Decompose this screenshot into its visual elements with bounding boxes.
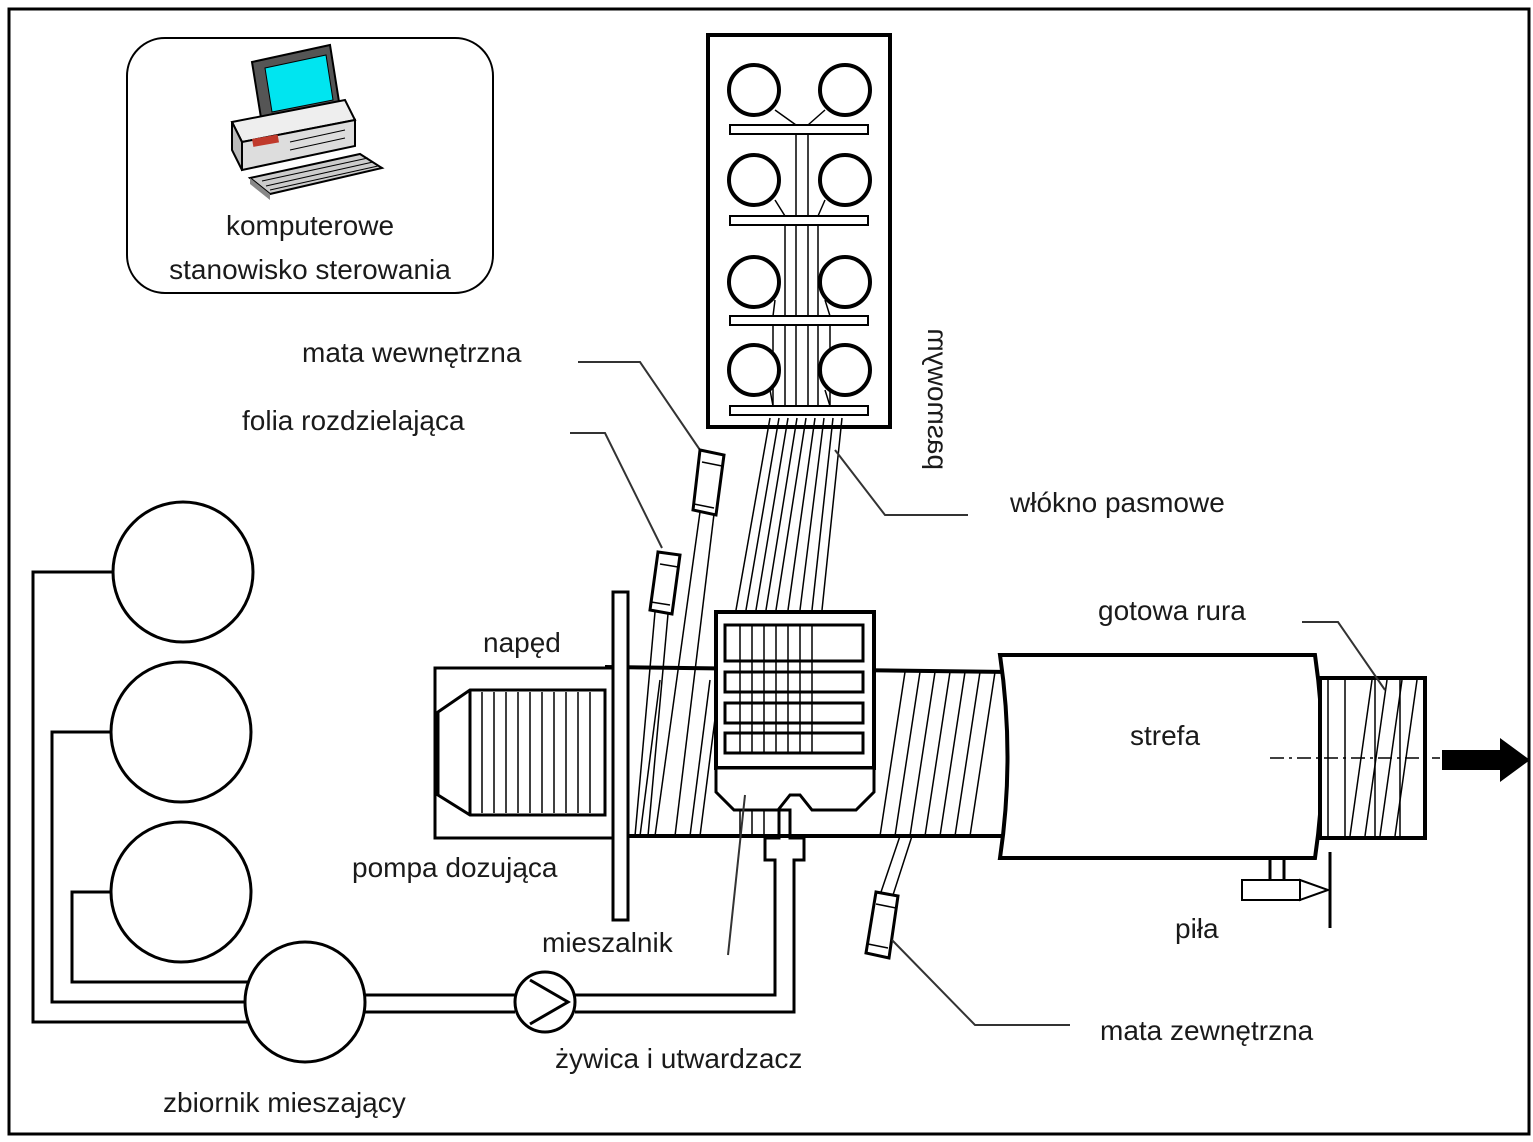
supply-tank <box>109 820 253 964</box>
output-arrow-icon <box>1442 738 1530 782</box>
computer-icon <box>230 43 385 200</box>
mixer-leader <box>727 794 746 956</box>
computer-station-box: komputerowe stanowisko sterowania <box>126 37 494 294</box>
separating-film-label: folia rozdzielająca <box>242 405 465 436</box>
fiber-bobbin <box>727 255 781 309</box>
resin-piping <box>31 570 806 1024</box>
computer-station-label-line2: stanowisko sterowania <box>169 254 451 285</box>
finished-pipe-label: gotowa rura <box>1098 595 1246 626</box>
drive-flange <box>611 590 630 922</box>
inner-mat-roll <box>654 448 726 837</box>
dosing-pump-label: pompa dozująca <box>352 852 558 883</box>
winding-head <box>714 610 876 836</box>
resin-hardener-label: żywica i utwardzacz <box>555 1043 802 1074</box>
finished-pipe-leader <box>1302 621 1386 691</box>
fiber-bobbin <box>727 343 781 397</box>
clipped-text-region: i l lk F3R <box>1015 562 1124 593</box>
outer-mat-roll <box>864 835 913 960</box>
fiber-bobbin <box>818 153 872 207</box>
mixer-label: mieszalnik <box>542 927 674 958</box>
inner-mat-label: mata wewnętrzna <box>302 337 522 368</box>
inner-mat-leader <box>578 361 701 451</box>
drive-label: napęd <box>483 627 561 658</box>
curing-zone-label: strefa <box>1130 720 1200 751</box>
fiber-bobbin <box>727 63 781 117</box>
creel-rack <box>706 33 892 429</box>
separating-film-roll <box>634 550 682 837</box>
fiber-bobbin <box>818 343 872 397</box>
separating-film-leader <box>570 432 663 549</box>
diagram-frame <box>7 7 1531 1136</box>
roving-strands <box>735 417 843 611</box>
pump-symbol-icon <box>513 970 577 1034</box>
drive-unit <box>433 590 630 922</box>
computer-station-label-line1: komputerowe <box>226 210 394 241</box>
roving-fiber-leader <box>834 449 968 516</box>
fiber-bobbin <box>727 153 781 207</box>
outer-mat-label: mata zewnętrzna <box>1100 1015 1314 1046</box>
roving-fiber-label: włókno pasmowe <box>1009 487 1225 518</box>
mixing-tank-label: zbiornik mieszający <box>163 1087 406 1118</box>
outer-mat-leader <box>891 939 1070 1026</box>
fiber-bobbin <box>818 63 872 117</box>
saw <box>1241 852 1332 928</box>
rotated-label: pasmowym <box>922 328 953 470</box>
mixing-tank <box>243 940 367 1064</box>
curing-zone: strefa <box>997 653 1325 860</box>
supply-tank <box>111 500 255 644</box>
fiber-bobbin <box>818 255 872 309</box>
saw-label: piła <box>1175 913 1219 944</box>
supply-tank <box>109 660 253 804</box>
clipped-label: i l lk F3R <box>1015 562 1124 593</box>
